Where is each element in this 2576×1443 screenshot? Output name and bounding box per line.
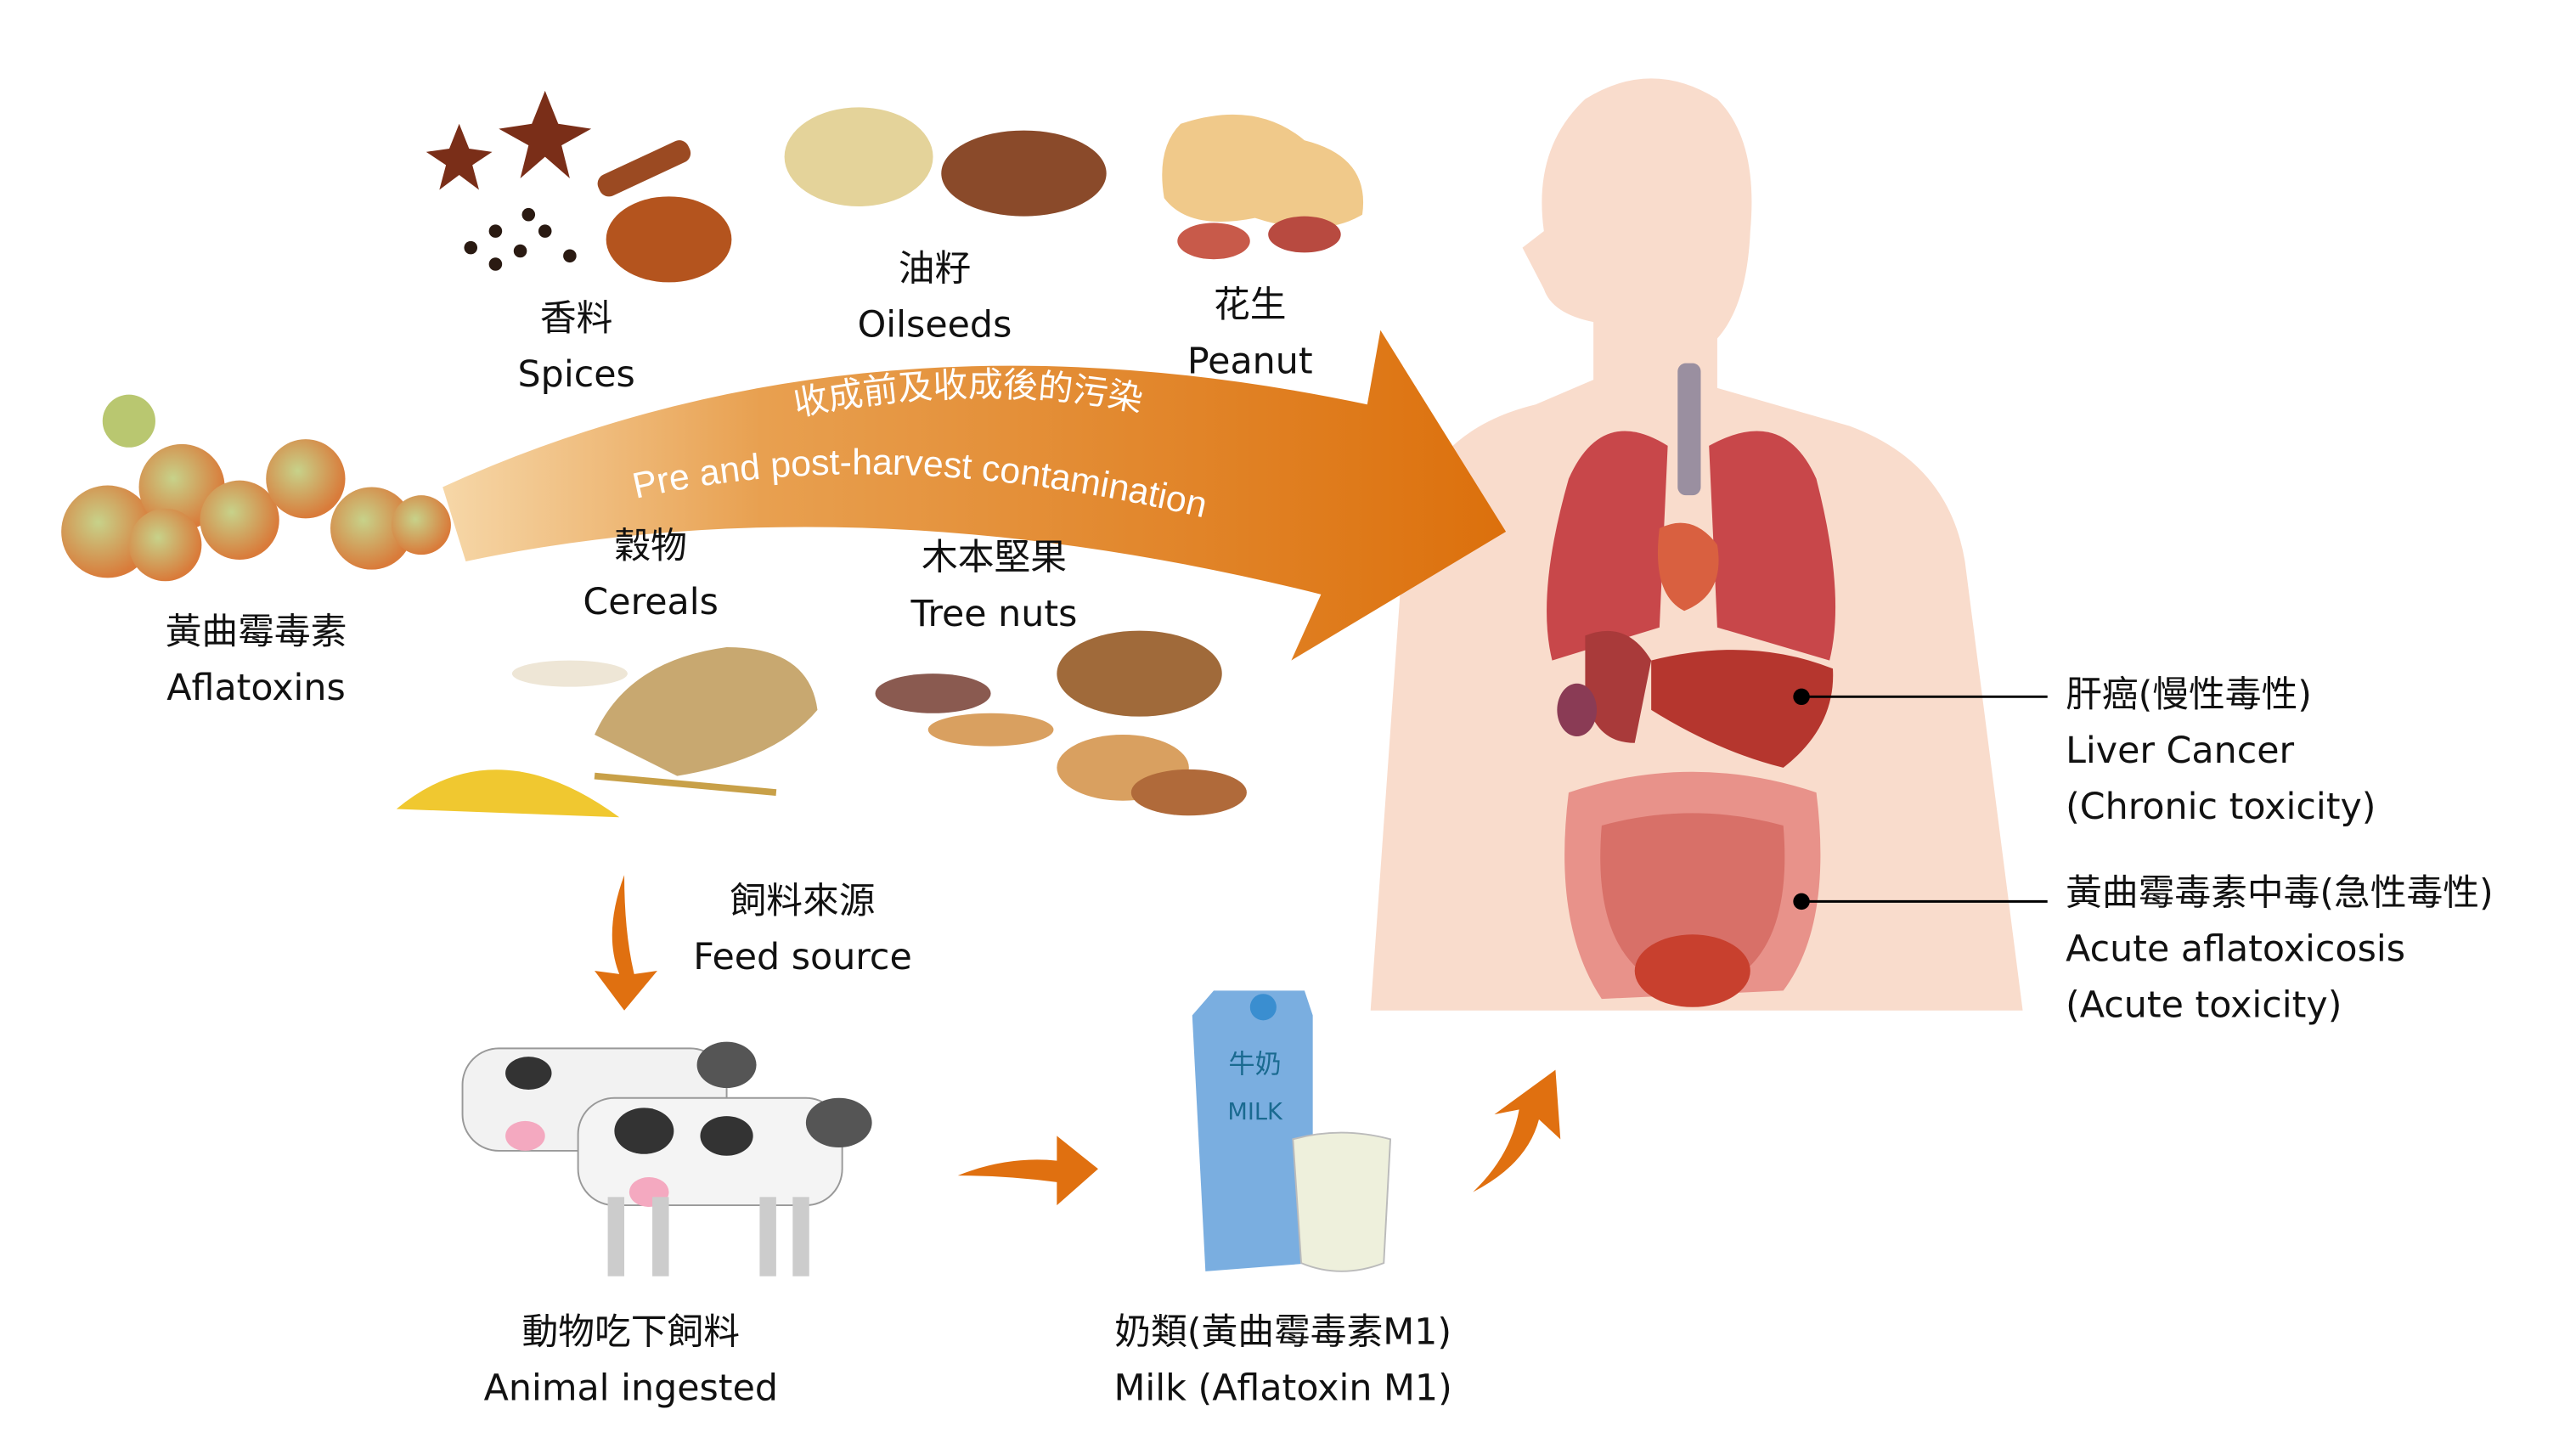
tree-nuts-label-en: Tree nuts bbox=[910, 593, 1078, 635]
aflatoxins-label-en: Aflatoxins bbox=[166, 667, 346, 709]
cereals-label-en: Cereals bbox=[583, 581, 718, 623]
peanut-label-zh: 花生 bbox=[1214, 284, 1286, 326]
feed-label-zh: 飼料來源 bbox=[730, 880, 875, 922]
tree-nuts-label-zh: 木本堅果 bbox=[922, 537, 1067, 579]
cereals-illustration bbox=[396, 647, 818, 818]
effect-acute-zh: 黃曲霉毒素中毒(急性毒性) bbox=[2066, 871, 2494, 914]
contamination-arrow: 收成前及收成後的污染 Pre and post-harvest contamin… bbox=[442, 330, 1507, 661]
effect-liver-note: (Chronic toxicity) bbox=[2066, 786, 2376, 828]
spices-illustration bbox=[426, 90, 732, 283]
tree-nuts-illustration bbox=[875, 630, 1247, 816]
milk-label-zh: 奶類(黃曲霉毒素M1) bbox=[1114, 1311, 1451, 1353]
milk-label-en: Milk (Aflatoxin M1) bbox=[1114, 1367, 1452, 1409]
spices-label-zh: 香料 bbox=[540, 297, 613, 340]
peanut-label-en: Peanut bbox=[1187, 340, 1313, 382]
intestines-icon bbox=[1564, 771, 1821, 1007]
carton-en: MILK bbox=[1227, 1099, 1283, 1125]
milk-carton-illustration: 牛奶 MILK bbox=[1192, 990, 1392, 1272]
aflatoxin-spores-illustration bbox=[61, 394, 451, 582]
effect-acute-en: Acute aflatoxicosis bbox=[2066, 927, 2405, 970]
effect-liver-en: Liver Cancer bbox=[2066, 730, 2294, 772]
feed-label-en: Feed source bbox=[693, 936, 912, 978]
cows-illustration bbox=[461, 1041, 872, 1277]
lungs-icon bbox=[1547, 363, 1836, 661]
spices-label-en: Spices bbox=[518, 353, 635, 396]
oilseeds-label-en: Oilseeds bbox=[858, 304, 1012, 347]
oilseeds-label-zh: 油籽 bbox=[899, 247, 972, 290]
oilseeds-illustration bbox=[784, 107, 1107, 217]
carton-zh: 牛奶 bbox=[1229, 1050, 1282, 1080]
animal-label-zh: 動物吃下飼料 bbox=[522, 1311, 741, 1353]
to-body-arrow-icon bbox=[1473, 1069, 1561, 1192]
human-body-illustration bbox=[1370, 78, 2023, 1011]
effect-liver-zh: 肝癌(慢性毒性) bbox=[2066, 674, 2312, 716]
animal-label-en: Animal ingested bbox=[484, 1367, 778, 1409]
peanut-illustration bbox=[1162, 114, 1364, 260]
aflatoxins-label-zh: 黃曲霉毒素 bbox=[166, 611, 347, 653]
effect-acute-note: (Acute toxicity) bbox=[2066, 984, 2342, 1026]
cereals-label-zh: 穀物 bbox=[614, 525, 687, 567]
feed-arrow-icon bbox=[595, 875, 657, 1011]
to-milk-arrow-icon bbox=[957, 1136, 1098, 1206]
